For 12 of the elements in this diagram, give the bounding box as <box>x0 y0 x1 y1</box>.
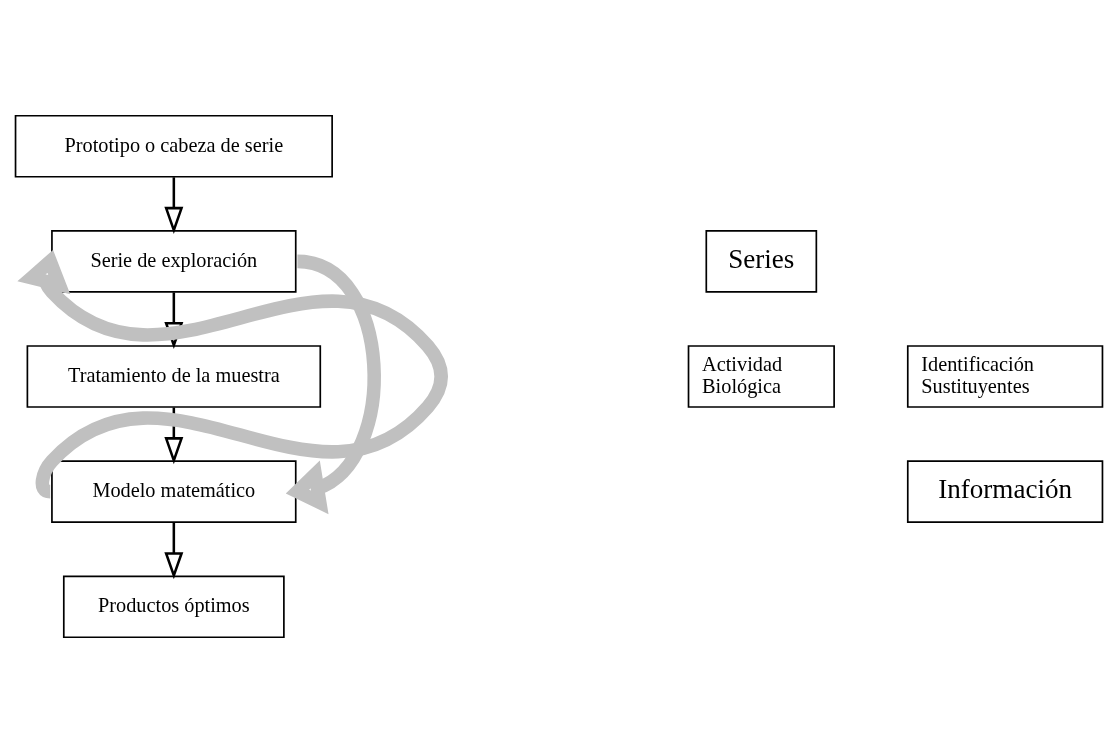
node-box: Productos óptimos <box>62 575 285 639</box>
arrow <box>17 249 448 498</box>
node-box: Modelo matemático <box>51 460 297 523</box>
node-box: Prototipo o cabeza de serie <box>14 114 333 178</box>
node-box: Actividad Biológica <box>687 345 835 408</box>
node-box: Serie de exploración <box>51 230 297 293</box>
arrow <box>164 522 184 580</box>
node-box: Tratamiento de la muestra <box>26 345 322 408</box>
arrow <box>164 177 184 234</box>
node-box: Identificación Sustituyentes <box>906 345 1104 408</box>
node-box: Series <box>705 230 818 293</box>
node-box: Información <box>906 460 1104 523</box>
